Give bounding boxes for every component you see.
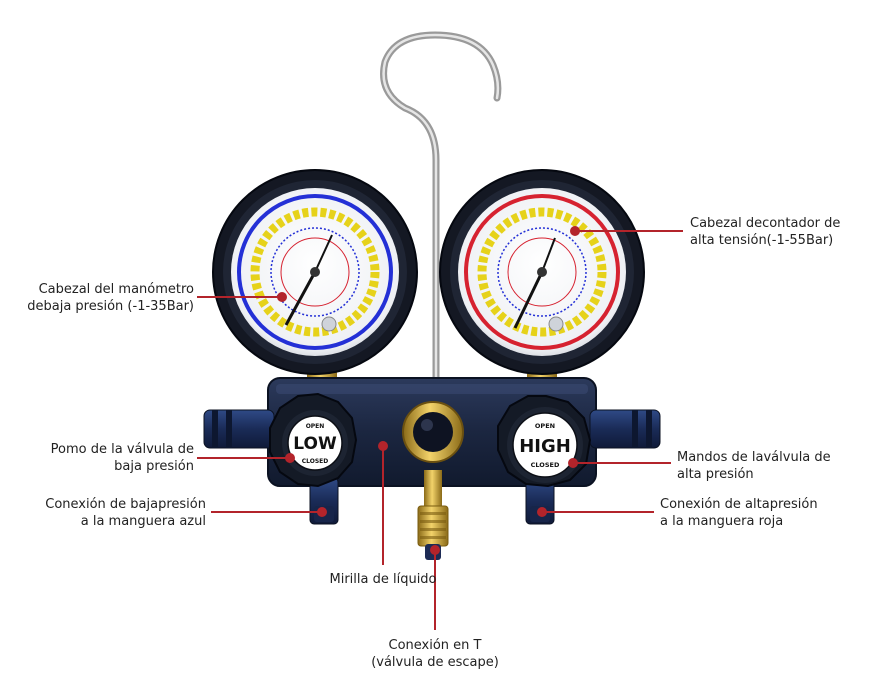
low-knob-callout: Pomo de la válvula de baja presión	[50, 442, 194, 474]
low-port-callout: Conexión de bajapresión a la manguera az…	[45, 497, 206, 529]
low-knob-open-text: OPEN	[306, 423, 325, 430]
sight-glass-callout: Mirilla de líquido	[329, 572, 437, 587]
low-valve-knob[interactable]: OPEN LOW CLOSED	[269, 392, 358, 488]
high-knob-label: HIGH	[519, 436, 571, 457]
sight-glass	[402, 401, 464, 463]
low-pressure-gauge	[212, 169, 418, 375]
low-gauge-callout: Cabezal del manómetro debaja presión (-1…	[27, 282, 194, 314]
tee-callout: Conexión en T (válvula de escape)	[371, 638, 499, 670]
high-knob-callout: Mandos de laválvula de alta presión	[677, 450, 831, 482]
low-knob-label: LOW	[293, 434, 337, 454]
left-side-port	[203, 409, 275, 449]
right-side-port	[589, 409, 661, 449]
tee-connection	[417, 470, 449, 560]
high-port-callout: Conexión de altapresión a la manguera ro…	[660, 497, 818, 529]
high-gauge-callout: Cabezal decontador de alta tensión(-1-55…	[690, 216, 841, 248]
high-valve-knob[interactable]: OPEN HIGH CLOSED	[497, 395, 592, 488]
high-knob-closed-text: CLOSED	[531, 461, 560, 469]
high-pressure-gauge	[439, 169, 645, 375]
low-knob-closed-text: CLOSED	[302, 458, 329, 465]
high-knob-open-text: OPEN	[535, 422, 555, 430]
